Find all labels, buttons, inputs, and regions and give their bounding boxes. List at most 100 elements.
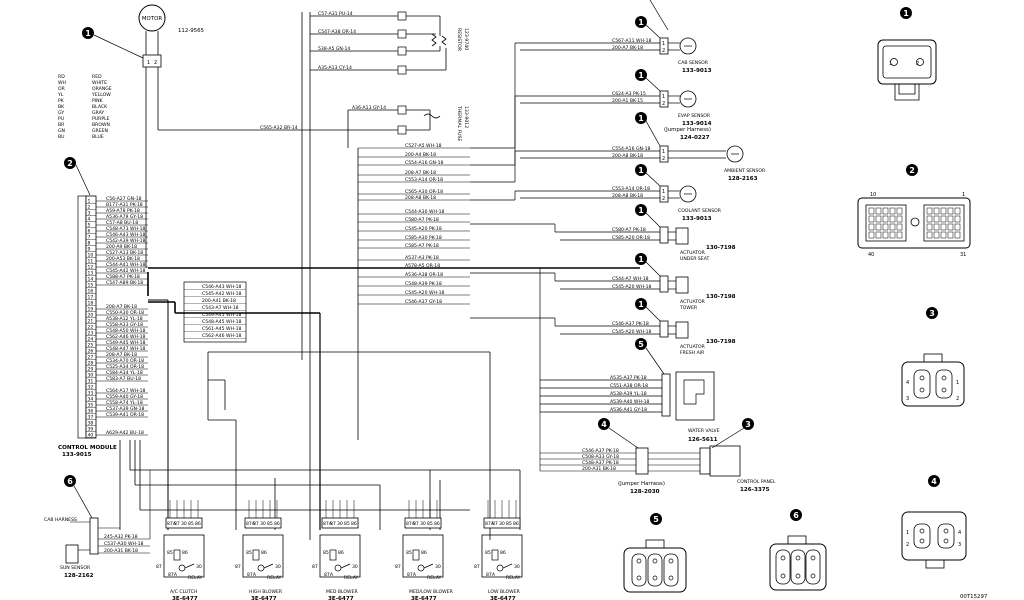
- relay-coil-icon: [412, 549, 420, 561]
- legend-code: WH: [58, 80, 66, 86]
- actuator-part: 130-7198: [706, 245, 736, 251]
- relay-coil-icon: [252, 549, 260, 561]
- jumper-harness-top-label: (Jumper Harness): [664, 127, 711, 133]
- middle-wire-label: C565-A30 OR-18: [405, 189, 443, 195]
- actuator-part: 130-7198: [706, 339, 736, 345]
- sensor-wire-label: 200-A8 BK-18: [612, 153, 643, 159]
- svg-text:4: 4: [958, 530, 961, 536]
- sensor-pin: 2: [662, 196, 665, 202]
- relay-part: 3E-6477: [251, 596, 277, 600]
- svg-text:85: 85: [323, 550, 329, 556]
- sensor-icon: [679, 185, 697, 203]
- resistor-label: RESISTOR: [456, 28, 462, 52]
- connector-view-3: 3 4 3 1 2: [901, 307, 965, 407]
- legend-color: YELLOW: [91, 92, 111, 98]
- middle-wire-label: A536-A38 OR-18: [405, 272, 443, 278]
- bundle-wire-label: C546-A43 WH-18: [202, 284, 242, 290]
- module-pin-number: 34: [88, 397, 94, 403]
- valve-wire-label: A536-A41 GY-18: [610, 407, 647, 413]
- top-connector-pins: [397, 11, 407, 135]
- bundle-wire-label: C543-A7 WH-18: [202, 305, 239, 311]
- relay-name: MED/LOW BLOWER: [409, 589, 454, 595]
- sensor-part: 133-9014: [682, 121, 712, 127]
- relay-pin-label: 85: [427, 521, 433, 527]
- svg-text:2: 2: [906, 542, 909, 548]
- svg-text:31: 31: [960, 252, 966, 258]
- bundle-wire-label: 200-A41 BK-18: [202, 298, 236, 304]
- actuator-name: ACTUATOR: [680, 299, 706, 305]
- svg-text:1: 1: [638, 18, 644, 27]
- module-wire-label: C544-A41 WH-18: [106, 262, 146, 268]
- legend-code: GY: [58, 110, 64, 116]
- relay-pin-label: 85: [506, 521, 512, 527]
- control-panel-label: CONTROL PANEL: [737, 479, 776, 485]
- bundle-wire-label: C561-A45 WH-18: [202, 326, 242, 332]
- top-wire-label: A36-A13 GY-14: [352, 105, 386, 111]
- svg-text:1: 1: [85, 29, 91, 38]
- relay-pin-label: 86: [351, 521, 357, 527]
- svg-text:3: 3: [929, 309, 935, 318]
- module-wire-label: C539-A41 OR-18: [106, 412, 144, 418]
- top-connector-pin: [397, 11, 407, 21]
- legend-color: PURPLE: [92, 116, 110, 122]
- module-wire-label: A629-A42 BU-18: [106, 430, 144, 436]
- module-wire-label: 200-A53 BK-18: [106, 256, 140, 262]
- module-pin-number: 14: [88, 277, 94, 283]
- actuator-icon: [675, 227, 689, 245]
- relay-pin-label: 87A: [167, 521, 177, 527]
- relay-word: RELAY: [188, 575, 203, 581]
- middle-wire-label: C554-A16 GN-18: [405, 160, 444, 166]
- jumper-wire-label: C548-A37 PK-18: [582, 460, 619, 466]
- sensor-name: COOLANT SENSOR: [678, 208, 722, 214]
- sensor-pin: 1: [662, 41, 665, 47]
- cab-harness-label: CAB HARNESS: [44, 517, 77, 523]
- valve-wire-label: A539-A40 WH-18: [610, 399, 649, 405]
- svg-text:1: 1: [638, 166, 644, 175]
- actuator-icon: [675, 321, 689, 339]
- module-wire-label: 208-A7 BK-18: [106, 304, 137, 310]
- sensor-icon: [679, 90, 697, 108]
- relay-coil-icon: [491, 549, 499, 561]
- module-pin-number: 36: [88, 409, 94, 415]
- top-wire-label: C57-A31 PU-14: [318, 11, 353, 17]
- control-module-part: 133-9015: [62, 452, 92, 458]
- module-pin-number: 40: [88, 433, 94, 439]
- top-connector-pin: [397, 65, 407, 75]
- callout-1-sensor: 1: [635, 164, 661, 187]
- middle-wire-label: C544-A30 WH-18: [405, 209, 445, 215]
- callout-1-actuator: 1: [635, 204, 661, 228]
- sheet-id: 00T15297: [960, 594, 987, 600]
- module-wire-label: C56-A27 GN-18: [106, 196, 142, 202]
- relay-contact-icon: [178, 564, 186, 572]
- sensor-part: 133-9013: [682, 216, 712, 222]
- svg-text:3: 3: [745, 420, 751, 429]
- legend-color: BLACK: [92, 104, 108, 110]
- top-wire-label: 538-A5 GN-14: [318, 46, 350, 52]
- legend-code: PU: [58, 116, 64, 122]
- motor: MOTOR 112-9565 1 2: [138, 4, 398, 268]
- callout-1-actuator: 1: [635, 298, 661, 322]
- svg-text:1: 1: [903, 9, 909, 18]
- actuator-wire-label: C545-A20 WH-18: [612, 284, 652, 290]
- legend-code: BR: [58, 122, 65, 128]
- svg-text:86: 86: [500, 550, 506, 556]
- sensor-pin: 1: [662, 189, 665, 195]
- resistor-part: 123-9740: [463, 28, 469, 50]
- motor-part: 112-9565: [178, 28, 204, 34]
- middle-wire-label: C580-A7 PK-18: [405, 217, 439, 223]
- module-wire-label: C583-A7 BU-18: [106, 376, 141, 382]
- module-wire-label: A538-A12 YL-18: [106, 316, 143, 322]
- actuator-wire-label: C580-A7 PK-18: [612, 227, 646, 233]
- control-panel-icon: [709, 445, 741, 477]
- relay-name: LOW BLOWER: [488, 589, 521, 595]
- module-wire-label: C542-A39 WH-18: [106, 238, 146, 244]
- top-connector-pin: [397, 125, 407, 135]
